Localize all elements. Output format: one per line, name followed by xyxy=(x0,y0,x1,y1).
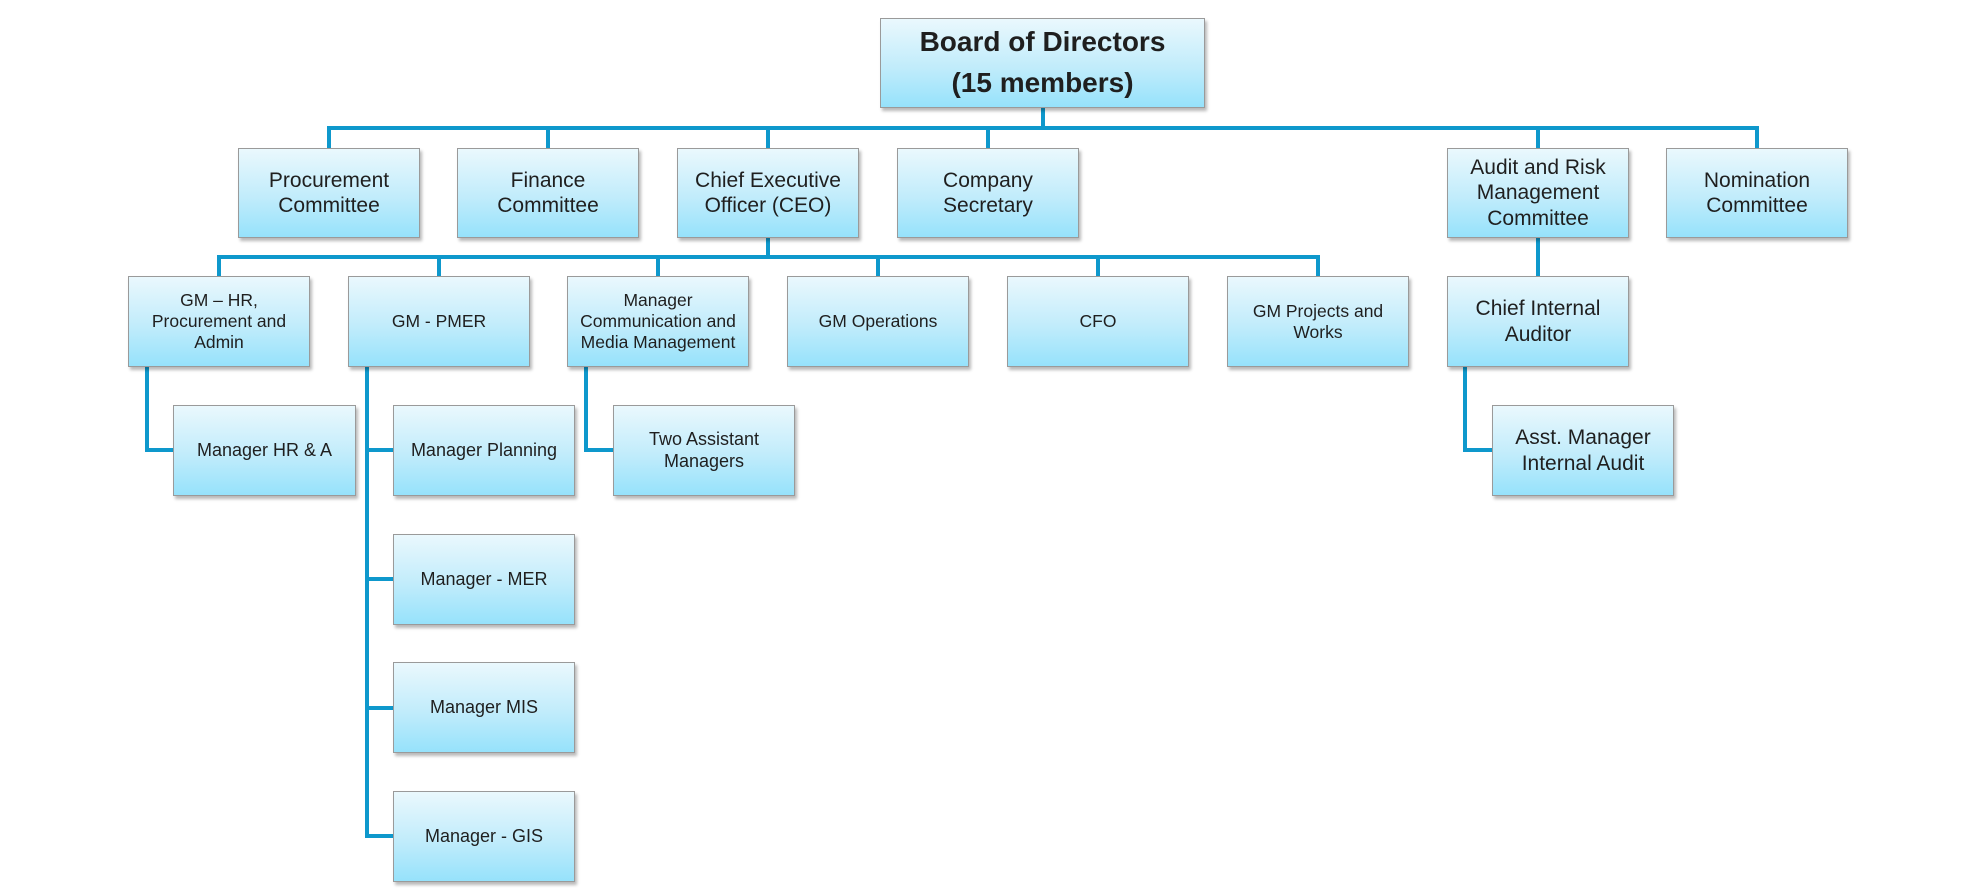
gm-operations-box: GM Operations xyxy=(787,276,969,367)
gm-hr-label: GM – HR, Procurement and Admin xyxy=(151,290,287,352)
manager-hr-label: Manager HR & A xyxy=(196,439,333,460)
asst-manager-internal-audit-box: Asst. Manager Internal Audit xyxy=(1492,405,1674,496)
chief-internal-auditor-box: Chief Internal Auditor xyxy=(1447,276,1629,367)
chief-internal-auditor-label: Chief Internal Auditor xyxy=(1475,297,1601,346)
cfo-label: CFO xyxy=(1079,311,1117,331)
finance-committee-box: Finance Committee xyxy=(457,148,639,238)
manager-planning-box: Manager Planning xyxy=(393,405,575,496)
finance-committee-label: Finance Committee xyxy=(497,168,599,217)
procurement-committee-box: Procurement Committee xyxy=(238,148,420,238)
gm-operations-label: GM Operations xyxy=(818,311,938,331)
two-assistant-managers-box: Two Assistant Managers xyxy=(613,405,795,496)
asst-manager-internal-audit-label: Asst. Manager Internal Audit xyxy=(1515,426,1651,475)
manager-hr-box: Manager HR & A xyxy=(173,405,356,496)
board-of-directors-box: Board of Directors (15 members) xyxy=(880,18,1205,108)
manager-communication-box: Manager Communication and Media Manageme… xyxy=(567,276,749,367)
ceo-label: Chief Executive Officer (CEO) xyxy=(695,168,841,217)
manager-mis-box: Manager MIS xyxy=(393,662,575,753)
nomination-committee-box: Nomination Committee xyxy=(1666,148,1848,238)
audit-risk-committee-box: Audit and Risk Management Committee xyxy=(1447,148,1629,238)
manager-gis-box: Manager - GIS xyxy=(393,791,575,882)
cfo-box: CFO xyxy=(1007,276,1189,367)
company-secretary-box: Company Secretary xyxy=(897,148,1079,238)
gm-pmer-box: GM - PMER xyxy=(348,276,530,367)
board-members: (15 members) xyxy=(951,67,1134,98)
gm-pmer-label: GM - PMER xyxy=(391,311,487,331)
manager-gis-label: Manager - GIS xyxy=(424,825,544,846)
gm-projects-box: GM Projects and Works xyxy=(1227,276,1409,367)
gm-projects-label: GM Projects and Works xyxy=(1252,300,1384,342)
procurement-committee-label: Procurement Committee xyxy=(268,168,390,217)
board-title: Board of Directors xyxy=(919,26,1166,58)
manager-communication-label: Manager Communication and Media Manageme… xyxy=(580,290,736,352)
nomination-committee-label: Nomination Committee xyxy=(1703,168,1811,217)
manager-mis-label: Manager MIS xyxy=(429,696,539,717)
company-secretary-label: Company Secretary xyxy=(943,168,1033,217)
manager-mer-box: Manager - MER xyxy=(393,534,575,625)
audit-risk-committee-label: Audit and Risk Management Committee xyxy=(1470,156,1606,230)
manager-planning-label: Manager Planning xyxy=(410,439,558,460)
manager-mer-label: Manager - MER xyxy=(420,568,548,589)
gm-hr-box: GM – HR, Procurement and Admin xyxy=(128,276,310,367)
two-assistant-managers-label: Two Assistant Managers xyxy=(648,428,760,471)
ceo-box: Chief Executive Officer (CEO) xyxy=(677,148,859,238)
